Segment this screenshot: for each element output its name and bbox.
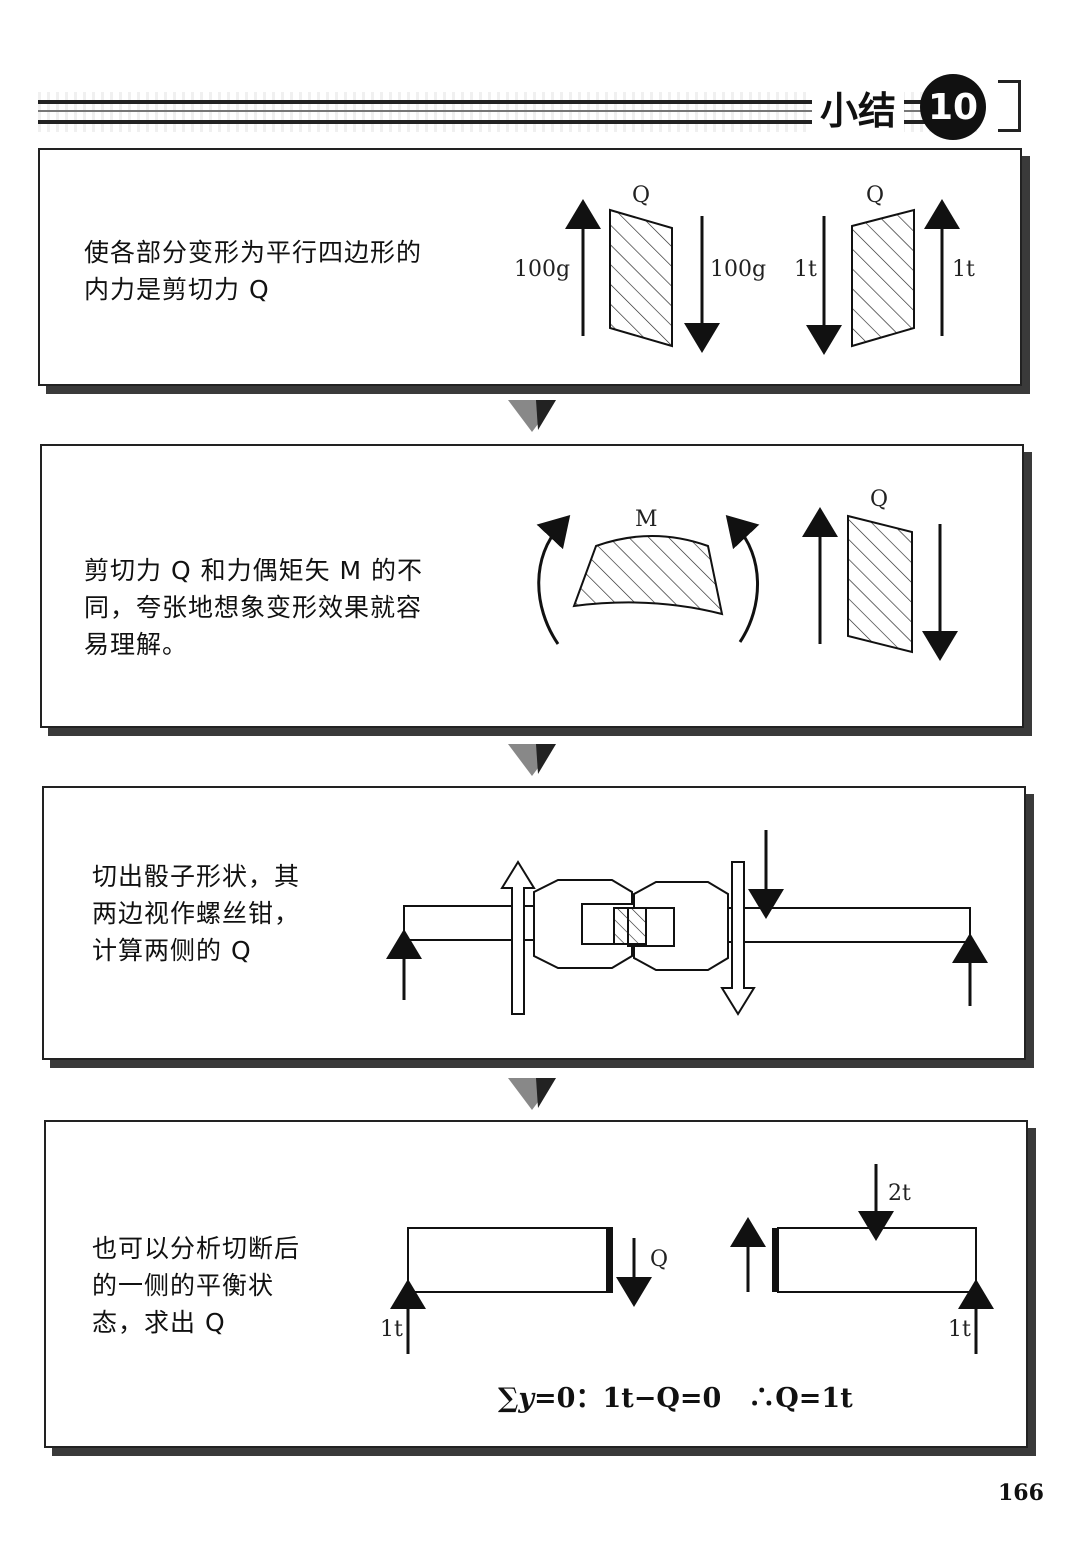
header-bracket [998, 80, 1021, 132]
panel-4-text: 也可以分析切断后 的一侧的平衡状 态，求出 Q [92, 1230, 300, 1341]
label-2t: 2t [888, 1181, 911, 1206]
panel-1-line-2: 内力是剪切力 Q [84, 275, 270, 304]
shear-deformation-diagram: Q 100g 100g Q 1t 1t [514, 183, 975, 355]
label-1t-left: 1t [380, 1317, 403, 1342]
summary-panel-vise-model: 切出骰子形状，其 两边视作螺丝钳， 计算两侧的 Q [42, 786, 1026, 1060]
hollow-arrow-up [500, 860, 536, 1015]
equation-sum-symbol: ∑ [498, 1383, 519, 1414]
moment-arrow-left [536, 515, 571, 645]
panel-4-line-3: 态，求出 Q [92, 1308, 226, 1337]
label-100g-right: 100g [710, 257, 766, 282]
panel-3-text: 切出骰子形状，其 两边视作螺丝钳， 计算两侧的 Q [92, 858, 300, 969]
panel-1-text: 使各部分变形为平行四边形的 内力是剪切力 Q [84, 234, 422, 308]
panel-3-line-2: 两边视作螺丝钳， [92, 899, 301, 928]
summary-panel-equilibrium: 也可以分析切断后 的一侧的平衡状 态，求出 Q Q 2t 1t 1t ∑y=0：… [44, 1120, 1028, 1448]
panel-4-line-1: 也可以分析切断后 [92, 1234, 301, 1263]
equilibrium-equation: ∑y=0：1t−Q=0 ∴Q=1t [498, 1376, 853, 1415]
wrench-right [633, 881, 729, 971]
panel-4-line-2: 的一侧的平衡状 [92, 1271, 275, 1300]
label-100g-left: 100g [514, 257, 570, 282]
panel-2-line-1: 剪切力 Q 和力偶矩矢 M 的不 [84, 556, 424, 585]
label-q-right: Q [866, 183, 884, 208]
shear-element [847, 514, 913, 654]
flow-arrow-1 [508, 400, 556, 432]
bent-element [572, 535, 724, 616]
vise-cut-diagram [386, 830, 988, 1016]
summary-panel-shear-vs-moment: 剪切力 Q 和力偶矩矢 M 的不 同，夸张地想象变形效果就容 易理解。 M Q [40, 444, 1024, 728]
label-1t-right: 1t [948, 1317, 971, 1342]
label-q-left: Q [632, 183, 650, 208]
free-body-diagram: Q 2t 1t 1t [380, 1164, 994, 1354]
panel-2-line-2: 同，夸张地想象变形效果就容 [84, 593, 423, 622]
panel-2-line-3: 易理解。 [84, 630, 189, 659]
chapter-number-badge: 10 [920, 74, 986, 140]
equation-body: =0：1t−Q=0 ∴Q=1t [534, 1383, 853, 1414]
beam-right [723, 907, 971, 943]
beam-segment-left [407, 1227, 613, 1293]
moment-vs-shear-diagram: M Q [536, 487, 958, 661]
summary-title: 小结 [811, 80, 904, 135]
panel-3-line-1: 切出骰子形状，其 [92, 862, 301, 891]
moment-arrow-right [725, 515, 760, 643]
panel-1-line-1: 使各部分变形为平行四边形的 [84, 238, 423, 267]
label-q: Q [870, 487, 888, 512]
page-number: 166 [998, 1480, 1044, 1506]
label-1t-right: 1t [952, 257, 975, 282]
flow-arrow-3 [508, 1078, 556, 1110]
label-q: Q [650, 1247, 668, 1272]
sheared-element-right [851, 208, 915, 348]
beam-segment-right [777, 1227, 977, 1293]
sheared-element-left [609, 208, 673, 348]
hollow-arrow-down [720, 861, 756, 1016]
cut-face-left [606, 1228, 613, 1292]
equation-variable: y [518, 1383, 535, 1414]
chapter-header: 小结 10 [0, 0, 1080, 140]
cut-face-right [772, 1228, 779, 1292]
panel-3-line-3: 计算两侧的 Q [92, 936, 252, 965]
summary-panel-shear-force: 使各部分变形为平行四边形的 内力是剪切力 Q Q 100g 100g Q 1t … [38, 148, 1022, 386]
panel-2-text: 剪切力 Q 和力偶矩矢 M 的不 同，夸张地想象变形效果就容 易理解。 [84, 552, 423, 663]
label-m: M [635, 507, 658, 532]
label-1t-left: 1t [794, 257, 817, 282]
cut-cube [613, 907, 647, 945]
flow-arrow-2 [508, 744, 556, 776]
